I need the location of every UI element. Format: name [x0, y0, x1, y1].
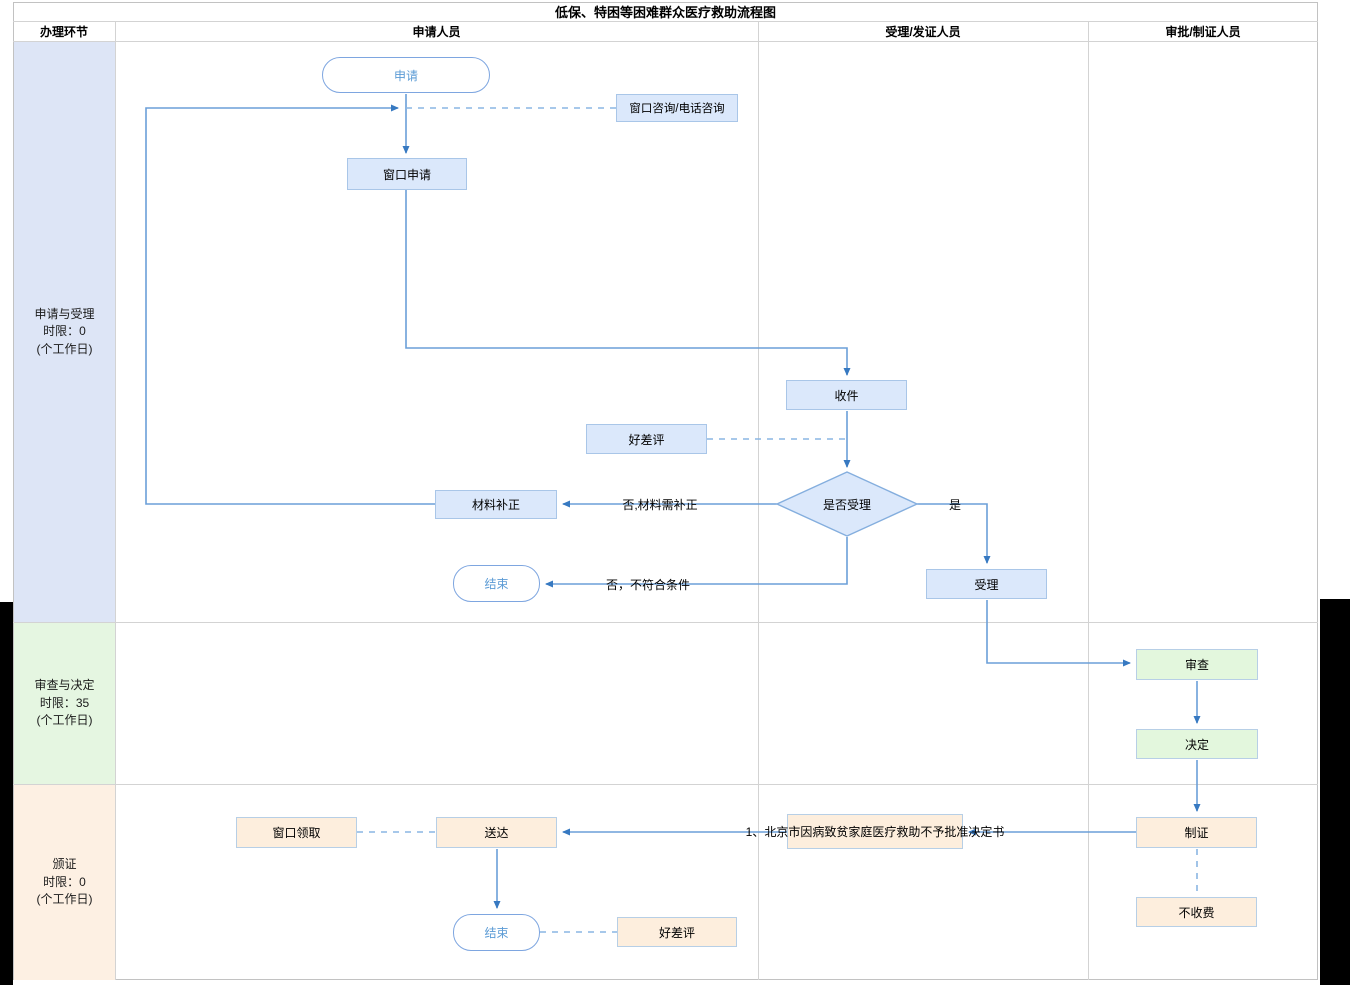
screen-edge-right: [1320, 599, 1350, 985]
stage-cell-review-decide: 审查与决定 时限：35 (个工作日): [14, 623, 115, 784]
stage-unit: (个工作日): [36, 892, 93, 907]
stage-unit: (个工作日): [36, 341, 93, 356]
node-end-bottom: 结束: [453, 914, 540, 951]
stage-cell-issue-cert: 颁证 时限：0 (个工作日): [14, 785, 115, 980]
edge-label-no-fix: 否,材料需补正: [622, 497, 698, 512]
grid-title-bottom: [13, 21, 1318, 22]
page-title: 低保、特困等困难群众医疗救助流程图: [554, 5, 776, 20]
node-decision-accept-or-not: 是否受理: [822, 497, 871, 512]
edge-label-yes: 是: [948, 497, 961, 512]
grid-col-divider-stage: [115, 21, 116, 980]
column-header-approver: 审批/制证人员: [1165, 24, 1241, 39]
node-rejection-doc: 1、北京市因病致贫家庭医疗救助不予批准决定书: [746, 814, 1004, 849]
node-make-cert: 制证: [1136, 817, 1257, 848]
node-decide: 决定: [1136, 729, 1258, 759]
stage-limit: 时限：35: [39, 695, 90, 710]
stage-limit: 时限：0: [43, 874, 86, 889]
screen-edge-left: [0, 602, 13, 985]
stage-unit: (个工作日): [36, 713, 93, 728]
column-header-stage: 办理环节: [39, 24, 88, 39]
node-material-fix: 材料补正: [435, 490, 557, 519]
edge-label-no-reject: 否，不符合条件: [605, 577, 690, 592]
stage-cell-apply-accept: 申请与受理 时限：0 (个工作日): [14, 42, 115, 622]
grid-row-divider-1: [13, 622, 1318, 623]
grid-row-divider-2: [13, 784, 1318, 785]
node-rating-top: 好差评: [586, 424, 707, 454]
node-window-consult: 窗口咨询/电话咨询: [616, 94, 738, 122]
stage-name: 颁证: [52, 857, 77, 872]
grid-header-bottom: [13, 41, 1318, 42]
stage-name: 审查与决定: [34, 678, 95, 693]
stage-name: 申请与受理: [34, 306, 95, 321]
node-accept: 受理: [926, 569, 1047, 599]
stage-limit: 时限：0: [43, 324, 86, 339]
node-window-pickup: 窗口领取: [236, 817, 357, 848]
grid-lane-divider-2: [1088, 21, 1089, 980]
node-end-top: 结束: [453, 565, 540, 602]
node-deliver: 送达: [436, 817, 557, 848]
node-rating-bottom: 好差评: [617, 917, 737, 947]
table-frame: [13, 2, 1318, 980]
node-window-apply: 窗口申请: [347, 158, 467, 190]
node-start: 申请: [322, 57, 490, 93]
node-receive: 收件: [786, 380, 907, 410]
node-review: 审查: [1136, 649, 1258, 680]
node-no-fee: 不收费: [1136, 897, 1257, 927]
column-header-acceptor: 受理/发证人员: [885, 24, 961, 39]
grid-lane-divider-1: [758, 21, 759, 980]
column-header-applicant: 申请人员: [412, 24, 461, 39]
